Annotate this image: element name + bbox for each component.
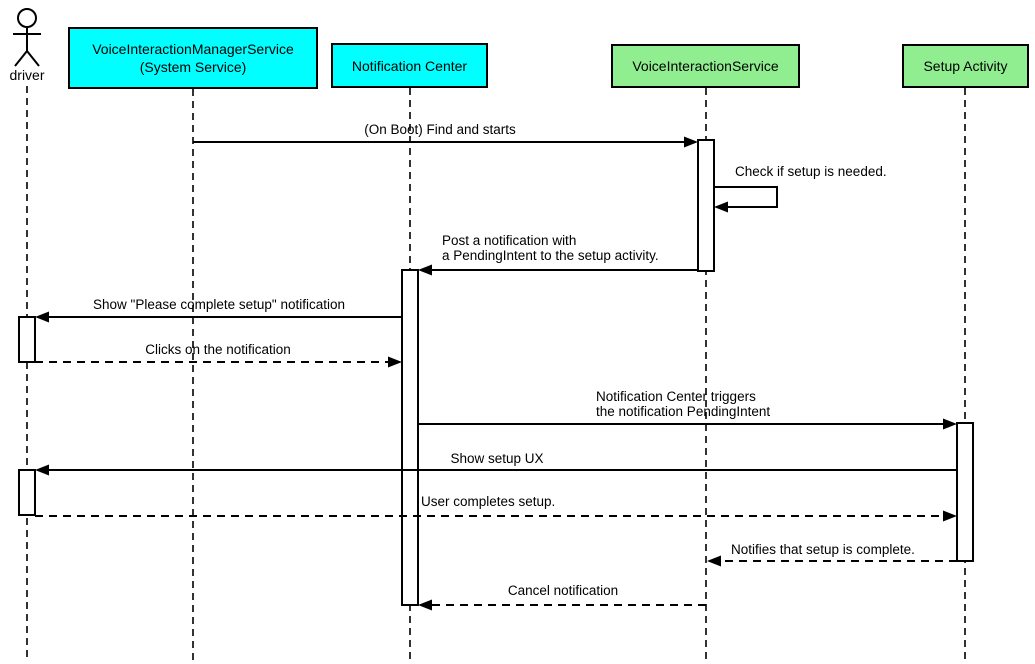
message-label-on-boot-find-and-starts: (On Boot) Find and starts [364,122,516,137]
message-label-check-if-setup-is-needed: Check if setup is needed. [735,164,887,179]
activation-notification-center [401,269,419,606]
activation-bars [18,139,974,606]
arrow-on-boot-find-and-starts [193,136,698,148]
actor-driver-figure [13,8,41,67]
actor-left-leg [14,50,28,67]
actor-right-leg [26,50,40,67]
activation-driver-2 [18,469,36,516]
message-label-notifies-setup-is-complete: Notifies that setup is complete. [731,542,915,557]
arrow-user-completes-setup [35,510,957,522]
participant-box-notification-center: Notification Center [331,43,488,88]
message-label-clicks-on-the-notification: Clicks on the notification [145,342,291,357]
participant-box-voice-interaction-service: VoiceInteractionService [611,44,800,88]
message-arrows [35,136,957,611]
activation-voice-interaction-service [697,139,715,272]
message-label-post-a-notification: Post a notification with a PendingIntent… [442,233,659,263]
message-label-show-please-complete-setup-notification: Show "Please complete setup" notificatio… [93,297,345,312]
actor-head [17,8,37,28]
actor-driver-label: driver [9,67,45,83]
arrow-post-a-notification [418,264,698,276]
arrow-check-if-setup-is-needed [714,186,778,213]
participant-box-voice-interaction-manager-service: VoiceInteractionManagerService (System S… [68,27,318,89]
arrow-notifies-setup-is-complete [707,555,957,567]
message-label-user-completes-setup: User completes setup. [421,494,556,509]
participant-box-setup-activity: Setup Activity [902,44,1029,88]
message-label-show-setup-ux: Show setup UX [450,451,544,466]
message-label-notification-center-triggers-pendingintent: Notification Center triggers the notific… [596,389,771,419]
arrow-show-please-complete-setup-notification [35,311,402,323]
activation-setup-activity [956,422,974,562]
arrow-show-setup-ux [35,464,957,476]
arrow-notification-center-triggers-pendingintent [418,418,957,430]
message-label-cancel-notification: Cancel notification [507,583,619,598]
arrow-clicks-on-the-notification [35,356,402,368]
activation-driver-1 [18,316,36,363]
arrow-cancel-notification [418,599,706,611]
